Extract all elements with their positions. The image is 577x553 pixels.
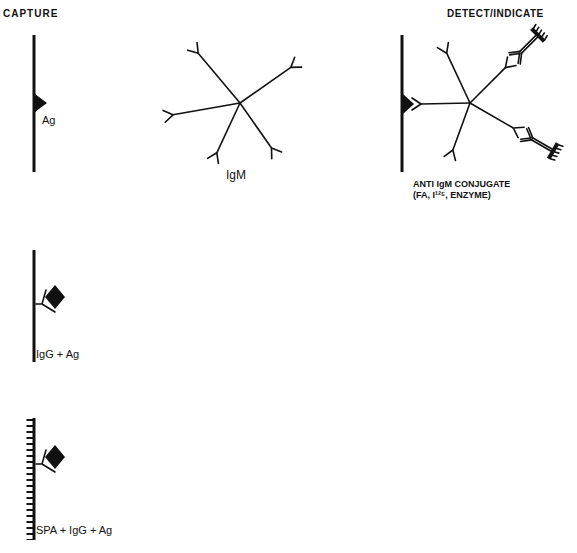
label: Ag: [42, 114, 55, 127]
label: IgM: [226, 168, 246, 182]
igm-symbol: [163, 42, 302, 163]
detect-complex: [402, 24, 563, 172]
label: IgG + Ag: [36, 348, 79, 361]
igg-capture: [34, 250, 65, 362]
label: CAPTURE: [3, 8, 58, 20]
label: ANTI IgM CONJUGATE (FA, I¹²⁵, ENZYME): [413, 179, 525, 201]
label: SPA + IgG + Ag: [36, 524, 112, 537]
antigen-capture: [34, 35, 47, 172]
spa-capture: [30, 418, 65, 540]
label: DETECT/INDICATE: [447, 8, 544, 20]
